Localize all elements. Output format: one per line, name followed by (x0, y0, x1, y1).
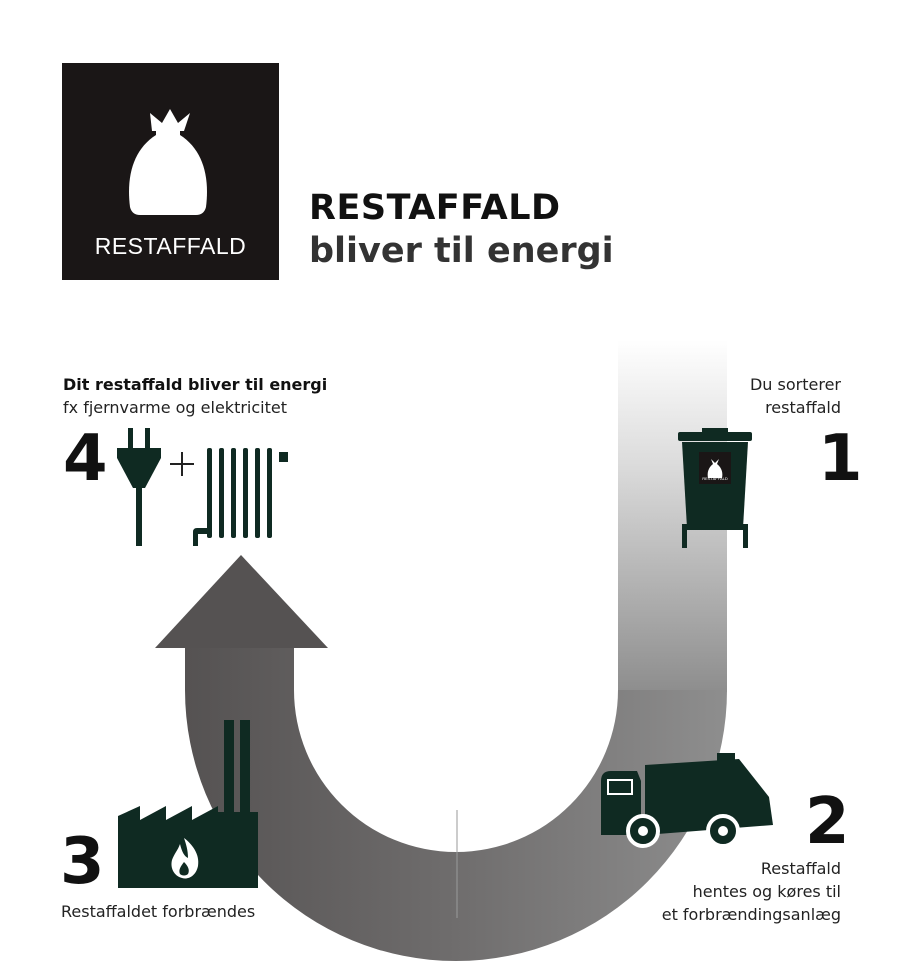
restaffald-badge: RESTAFFALD (62, 63, 279, 280)
plus-icon (170, 452, 194, 476)
step-2-text: Restaffald hentes og køres til et forbræ… (541, 857, 841, 926)
step-1-line-2: restaffald (765, 398, 841, 417)
incineration-plant-icon (118, 720, 258, 888)
step-2-number: 2 (805, 785, 850, 859)
step-4-number: 4 (63, 422, 108, 496)
trash-bag-icon (129, 109, 207, 215)
wheelie-bin-icon (678, 428, 752, 548)
step-4-line-1: Dit restaffald bliver til energi (63, 375, 328, 394)
step-3-number: 3 (60, 825, 105, 899)
step-2-line-1: Restaffald (760, 859, 841, 878)
title-line-1: RESTAFFALD (309, 188, 561, 228)
badge-label: RESTAFFALD (94, 233, 247, 259)
step-3-text: Restaffaldet forbrændes (61, 902, 256, 921)
step-4-text: Dit restaffald bliver til energi fx fjer… (63, 373, 383, 419)
bin-label: RESTAFFALD (702, 476, 728, 481)
step-1-text: Du sorterer restaffald (621, 373, 841, 419)
radiator-icon (193, 448, 288, 546)
title-line-2: bliver til energi (309, 231, 614, 271)
step-1-number: 1 (818, 422, 863, 496)
step-2-line-2: hentes og køres til (692, 882, 841, 901)
garbage-truck-icon (601, 753, 773, 848)
step-2-line-3: et forbrændingsanlæg (661, 905, 841, 924)
step-4-line-2: fx fjernvarme og elektricitet (63, 398, 287, 417)
step-1-line-1: Du sorterer (749, 375, 841, 394)
power-plug-icon (117, 428, 161, 546)
